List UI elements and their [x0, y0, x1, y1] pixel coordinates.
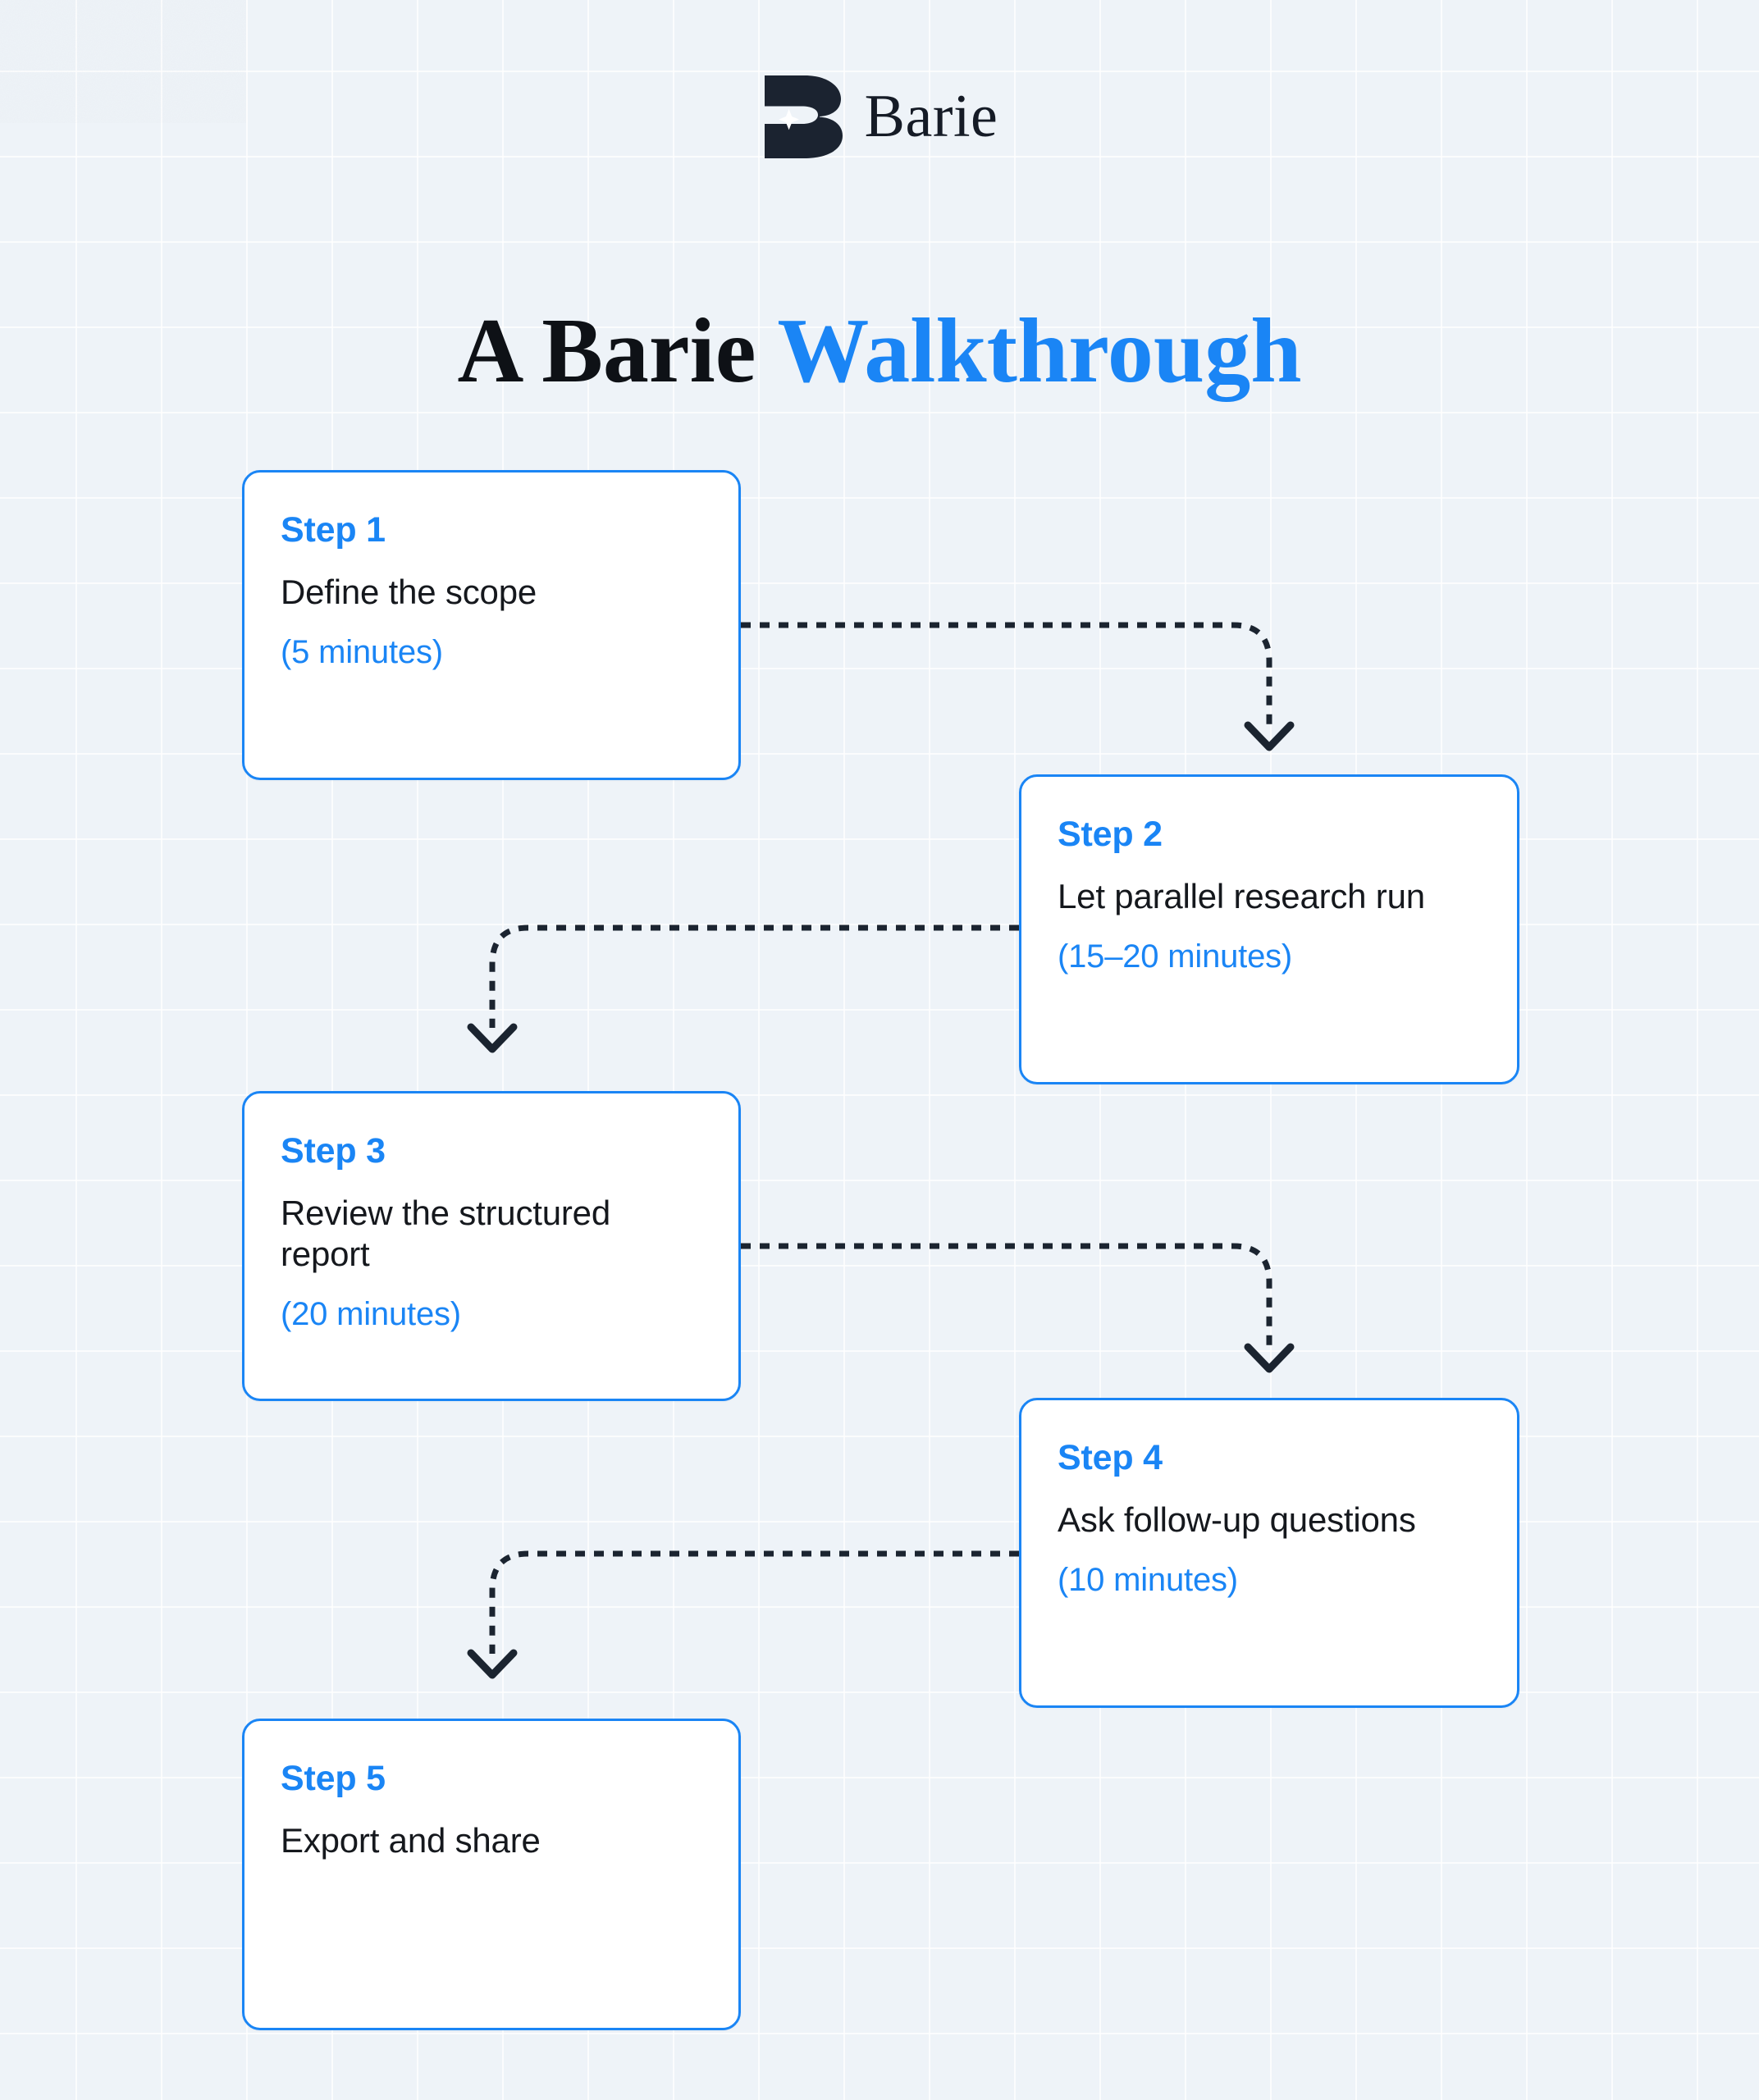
step-label: Step 3: [281, 1131, 386, 1171]
brand-wordmark: Barie: [864, 83, 998, 150]
connector-step1-step2: [741, 622, 1272, 726]
page-title-accent: Walkthrough: [777, 300, 1302, 403]
step-card-4[interactable]: Step 4 Ask follow-up questions (10 minut…: [1019, 1398, 1519, 1708]
barie-b-sparkle-logo-icon: [764, 75, 843, 158]
step-card-1[interactable]: Step 1 Define the scope (5 minutes): [242, 470, 741, 780]
step-duration: (20 minutes): [281, 1295, 461, 1332]
page-title: A Barie Walkthrough: [0, 296, 1759, 406]
step-card-2[interactable]: Step 2 Let parallel research run (15–20 …: [1019, 774, 1519, 1084]
step-label: Step 5: [281, 1759, 386, 1798]
connector-step2-step3: [489, 924, 1019, 1028]
arrowhead-step5: [467, 1649, 518, 1679]
step-duration: (10 minutes): [1058, 1561, 1238, 1598]
step-label: Step 1: [281, 510, 386, 550]
arrowhead-step4: [1244, 1343, 1295, 1373]
step-card-5[interactable]: Step 5 Export and share: [242, 1719, 741, 2030]
step-duration: (5 minutes): [281, 633, 443, 670]
page-title-lead: A Barie: [457, 300, 756, 403]
step-label: Step 2: [1058, 815, 1163, 854]
step-title: Review the structured report: [281, 1194, 610, 1273]
step-title: Let parallel research run: [1058, 877, 1425, 916]
step-duration: (15–20 minutes): [1058, 938, 1293, 975]
brand-header: Barie: [0, 72, 1759, 161]
step-title: Ask follow-up questions: [1058, 1500, 1416, 1540]
step-card-3[interactable]: Step 3 Review the structured report (20 …: [242, 1091, 741, 1401]
connector-step4-step5: [489, 1550, 1019, 1654]
step-label: Step 4: [1058, 1438, 1163, 1477]
step-title: Export and share: [281, 1821, 541, 1860]
arrowhead-step2: [1244, 721, 1295, 751]
connector-step3-step4: [741, 1243, 1272, 1348]
arrowhead-step3: [467, 1023, 518, 1053]
step-title: Define the scope: [281, 573, 537, 612]
